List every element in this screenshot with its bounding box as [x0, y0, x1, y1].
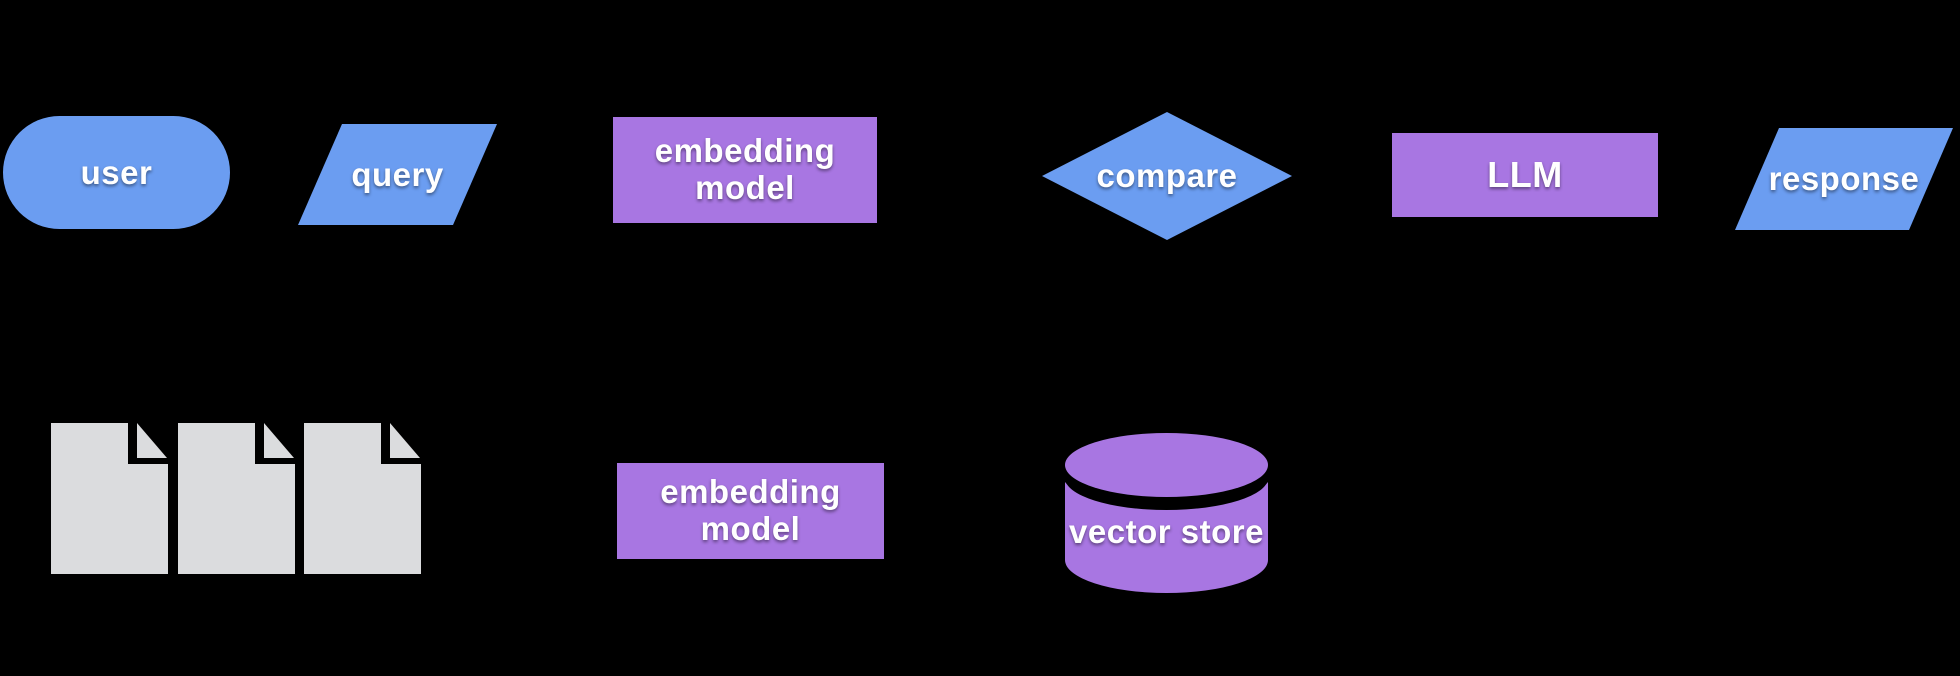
document-icon	[178, 423, 295, 574]
embedding-model-query-node: embedding model	[613, 117, 877, 223]
parallelogram-shape	[298, 124, 497, 225]
vector-store-node: vector store	[1065, 433, 1268, 593]
cylinder-shape	[1065, 433, 1268, 593]
embedding-model-docs-label-line1: embedding	[660, 473, 841, 511]
document-icon	[304, 423, 421, 574]
response-node-label: response	[1768, 160, 1920, 197]
embedding-model-query-label: embedding model	[613, 117, 877, 223]
query-node: query	[298, 124, 497, 225]
embedding-model-docs-node: embedding model	[617, 463, 884, 559]
parallelogram-shape	[1735, 128, 1953, 230]
compare-node: compare	[1042, 112, 1292, 240]
query-node-label: query	[351, 155, 444, 193]
vector-store-label: vector store	[1069, 513, 1264, 550]
document-stack-shapes	[51, 423, 421, 574]
response-node: response	[1735, 128, 1953, 230]
embedding-model-query-label-line2: model	[695, 169, 795, 206]
embedding-model-query-label-line1: embedding	[654, 132, 836, 170]
user-node-label: user	[80, 153, 153, 191]
document-stack	[51, 423, 422, 574]
embedding-model-docs-label-line2: model	[700, 510, 801, 547]
embedding-model-docs-label: embedding model	[617, 463, 884, 559]
llm-node: LLM	[1392, 133, 1658, 217]
user-node: user	[3, 116, 230, 229]
llm-node-label: LLM	[1487, 154, 1563, 195]
compare-node-label: compare	[1096, 157, 1238, 194]
diamond-shape	[1042, 112, 1292, 240]
document-icon	[51, 423, 168, 574]
